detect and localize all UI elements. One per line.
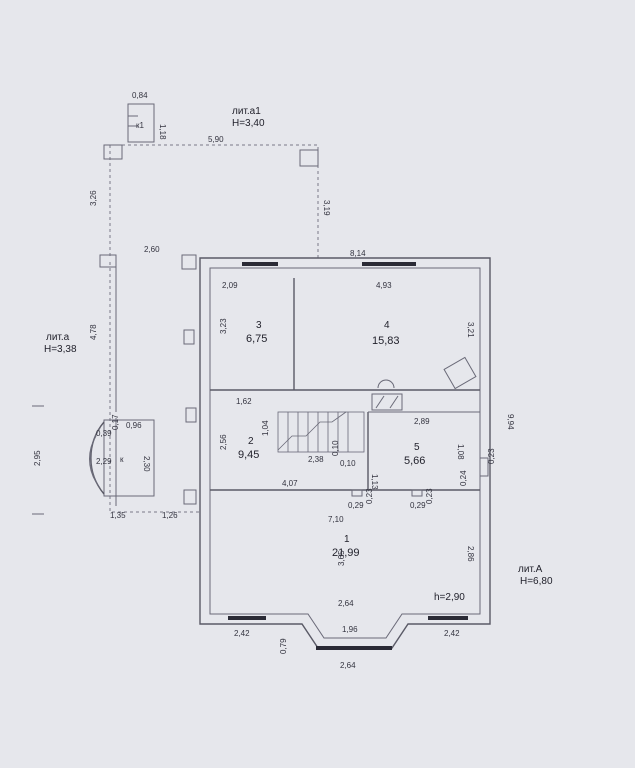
dim-label: 9,94: [506, 414, 515, 430]
dim-label: 7,10: [328, 515, 344, 524]
dim-label: 0,29: [410, 501, 426, 510]
lit-a1-label: лит.а1: [232, 106, 261, 117]
dim-label: 4,78: [89, 324, 98, 340]
room-3-number: 3: [256, 320, 262, 331]
dim-label: 1,62: [236, 397, 252, 406]
room-4-area: 15,83: [372, 335, 400, 347]
k-label: к: [120, 455, 124, 464]
annex-a1: [99, 103, 319, 270]
room-1-number: 1: [344, 534, 350, 545]
dim-label: 2,30: [142, 456, 151, 472]
dim-label: 0,23: [487, 448, 496, 464]
dim-label: 0,29: [348, 501, 364, 510]
dim-label: 1,96: [342, 625, 358, 634]
window: [362, 262, 416, 266]
room-5-area: 5,66: [404, 455, 425, 467]
dim-label: 2,42: [234, 629, 250, 638]
room-3-area: 6,75: [246, 333, 267, 345]
dim-label: 2,60: [144, 245, 160, 254]
dim-label: 2,09: [222, 281, 238, 290]
dim-label: 2,42: [444, 629, 460, 638]
room-2-number: 2: [248, 436, 254, 447]
lit-a-height: H=3,38: [44, 344, 77, 355]
dim-label: 3,19: [322, 200, 331, 216]
dim-label: 2,86: [466, 546, 475, 562]
dim-label: 0,24: [459, 470, 468, 486]
lit-a1-height: H=3,40: [232, 118, 265, 129]
inner-wall: [209, 267, 481, 639]
dim-label: 1,13: [370, 474, 379, 490]
porch-k: [103, 419, 155, 497]
dim-label: 4,93: [376, 281, 392, 290]
dim-label: 2,89: [414, 417, 430, 426]
lit-A-label: лит.А: [518, 564, 543, 575]
dim-label: 0,39: [96, 429, 112, 438]
dim-label: 3,21: [466, 322, 475, 338]
dim-label: 0,84: [132, 91, 148, 100]
dim-label: 2,38: [308, 455, 324, 464]
room-1-area: 21,99: [332, 547, 360, 559]
dim-label: 8,14: [350, 249, 366, 258]
dim-label: 1,26: [162, 511, 178, 520]
stove: [443, 356, 477, 390]
porch-k1: [127, 103, 155, 143]
fixture: [371, 393, 403, 411]
dim-label: 1,18: [158, 124, 167, 140]
dim-label: 0,23: [365, 488, 374, 504]
dim-label: 2,56: [219, 434, 228, 450]
dim-label: 1,04: [261, 420, 270, 436]
dim-label: 2,95: [33, 450, 42, 466]
window: [428, 616, 468, 620]
dim-label: 0,23: [425, 488, 434, 504]
room-4-number: 4: [384, 320, 390, 331]
dim-label: 1,35: [110, 511, 126, 520]
dim-label: 0,10: [331, 440, 340, 456]
dim-label: 2,64: [340, 661, 356, 670]
fixture: [377, 379, 395, 389]
veranda-outline: [109, 262, 200, 513]
dim-label: 3,26: [89, 190, 98, 206]
room-2-area: 9,45: [238, 449, 259, 461]
dim-label: 0,17: [111, 414, 120, 430]
dim-label: 0,79: [279, 638, 288, 654]
lit-a-label: лит.а: [46, 332, 70, 343]
dim-label: 5,90: [208, 135, 224, 144]
dim-label: 3,65: [337, 550, 346, 566]
window: [242, 262, 278, 266]
dim-label: 0,96: [126, 421, 142, 430]
annex-a1-outline: [109, 144, 319, 258]
room-height: h=2,90: [434, 592, 465, 603]
dim-label: 1,08: [456, 444, 465, 460]
window: [228, 616, 266, 620]
window: [316, 646, 392, 650]
stairs: [277, 411, 365, 453]
lit-A-height: H=6,80: [520, 576, 553, 587]
dim-label: 2,64: [338, 599, 354, 608]
k1-label: к1: [136, 121, 145, 130]
dim-label: 3,23: [219, 318, 228, 334]
veranda-a: [32, 262, 200, 515]
dim-label: 0,10: [340, 459, 356, 468]
dim-label: 4,07: [282, 479, 298, 488]
dim-label: 2,29: [96, 457, 112, 466]
room-5-number: 5: [414, 442, 420, 453]
main-house-A: [199, 257, 491, 650]
